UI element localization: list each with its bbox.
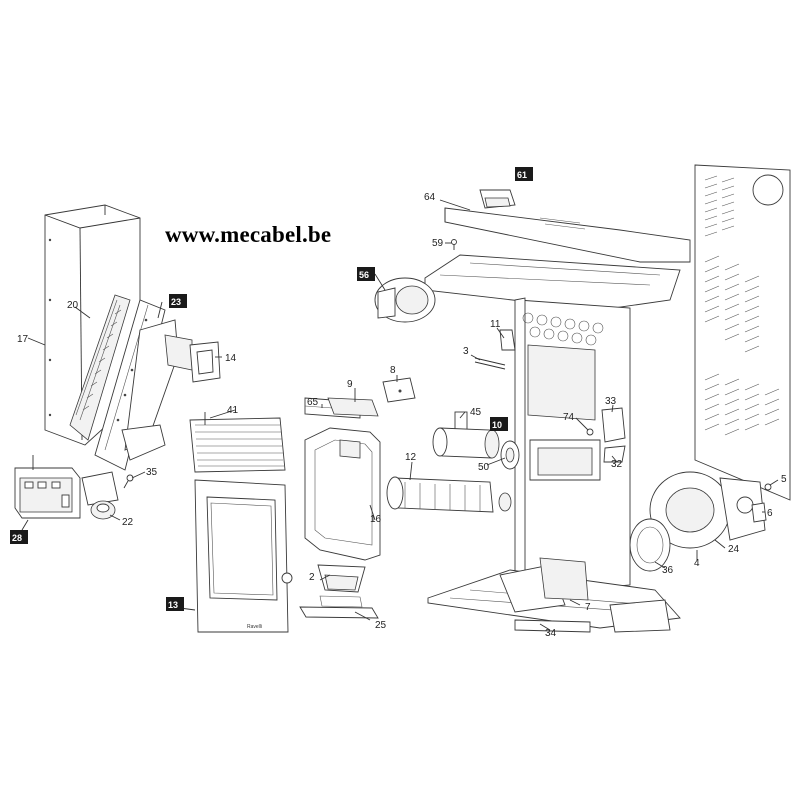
label-50: 50 (478, 462, 490, 473)
part-firebox-16 (304, 427, 381, 561)
part-bracket-8 (382, 377, 416, 403)
label-11: 11 (490, 319, 501, 330)
label-45: 45 (470, 407, 482, 418)
part-clip-11 (499, 329, 516, 351)
label-25: 25 (375, 620, 387, 631)
part-screw-5 (764, 483, 772, 491)
part-bracket-61 (479, 189, 516, 209)
part-baffle-9 (327, 397, 379, 417)
leader-lines (21, 199, 779, 631)
label-36: 36 (662, 565, 674, 576)
part-labels: 64 59 11 3 8 9 65 45 41 12 50 16 2 25 74… (17, 192, 787, 639)
part-clip-32 (603, 445, 626, 463)
part-bracket-33 (601, 407, 626, 443)
part-plate-34 (514, 619, 591, 633)
label-20: 20 (67, 300, 79, 311)
part-panel-7 (499, 557, 589, 613)
label-22: 22 (122, 517, 134, 528)
part-burn-pot-2 (317, 564, 366, 593)
part-fan-56 (374, 277, 436, 323)
door-brand-plate: Ravelli (247, 624, 262, 630)
label-4: 4 (694, 558, 700, 569)
part-motor-22 (81, 471, 119, 520)
part-rod-3 (474, 357, 506, 370)
part-flange-50 (500, 440, 520, 470)
label-17: 17 (17, 334, 29, 345)
part-door-13 (194, 479, 293, 633)
label-59: 59 (432, 238, 444, 249)
part-sensor-74 (586, 428, 594, 436)
tag-23: 23 (171, 297, 181, 307)
part-ash-tray-25 (299, 595, 379, 619)
label-5: 5 (781, 474, 787, 485)
part-top-cover-64 (444, 207, 691, 263)
tag-28: 28 (12, 533, 22, 543)
tag-13: 13 (168, 600, 178, 610)
label-2: 2 (309, 572, 315, 583)
watermark-url: www.mecabel.be (165, 222, 332, 247)
part-control-board-28 (14, 455, 81, 519)
label-6: 6 (767, 508, 773, 519)
tag-10: 10 (492, 420, 502, 430)
label-35: 35 (146, 467, 158, 478)
label-8: 8 (390, 365, 396, 376)
label-16: 16 (370, 514, 382, 525)
part-gasket-36 (629, 518, 671, 572)
part-grille-41 (189, 412, 286, 473)
part-exhaust-fan-24 (649, 471, 766, 549)
part-screw-35 (123, 474, 134, 489)
label-14: 14 (225, 353, 237, 364)
label-3: 3 (463, 346, 469, 357)
label-41: 41 (227, 405, 239, 416)
label-9: 9 (347, 379, 353, 390)
part-tangential-fan-12 (386, 476, 512, 513)
part-stove-body (514, 297, 631, 613)
label-33: 33 (605, 396, 617, 407)
part-top-plate (424, 254, 681, 311)
label-65: 65 (307, 397, 319, 408)
part-auger-20 (69, 294, 131, 441)
part-pipe-10 (432, 427, 500, 459)
part-screw-59 (451, 239, 457, 250)
part-side-panel (694, 164, 791, 501)
label-34: 34 (545, 628, 557, 639)
part-chute-23 (121, 319, 193, 461)
part-corner-bracket (609, 599, 671, 633)
label-74: 74 (563, 412, 575, 423)
label-32: 32 (611, 459, 623, 470)
label-24: 24 (728, 544, 740, 555)
label-12: 12 (405, 452, 417, 463)
tag-56: 56 (359, 270, 369, 280)
part-bracket-6 (751, 502, 767, 523)
label-7: 7 (585, 602, 591, 613)
label-64: 64 (424, 192, 436, 203)
part-gasket-14 (189, 341, 221, 383)
part-tags: 61 56 10 23 28 13 (10, 167, 533, 611)
tag-61: 61 (517, 170, 527, 180)
